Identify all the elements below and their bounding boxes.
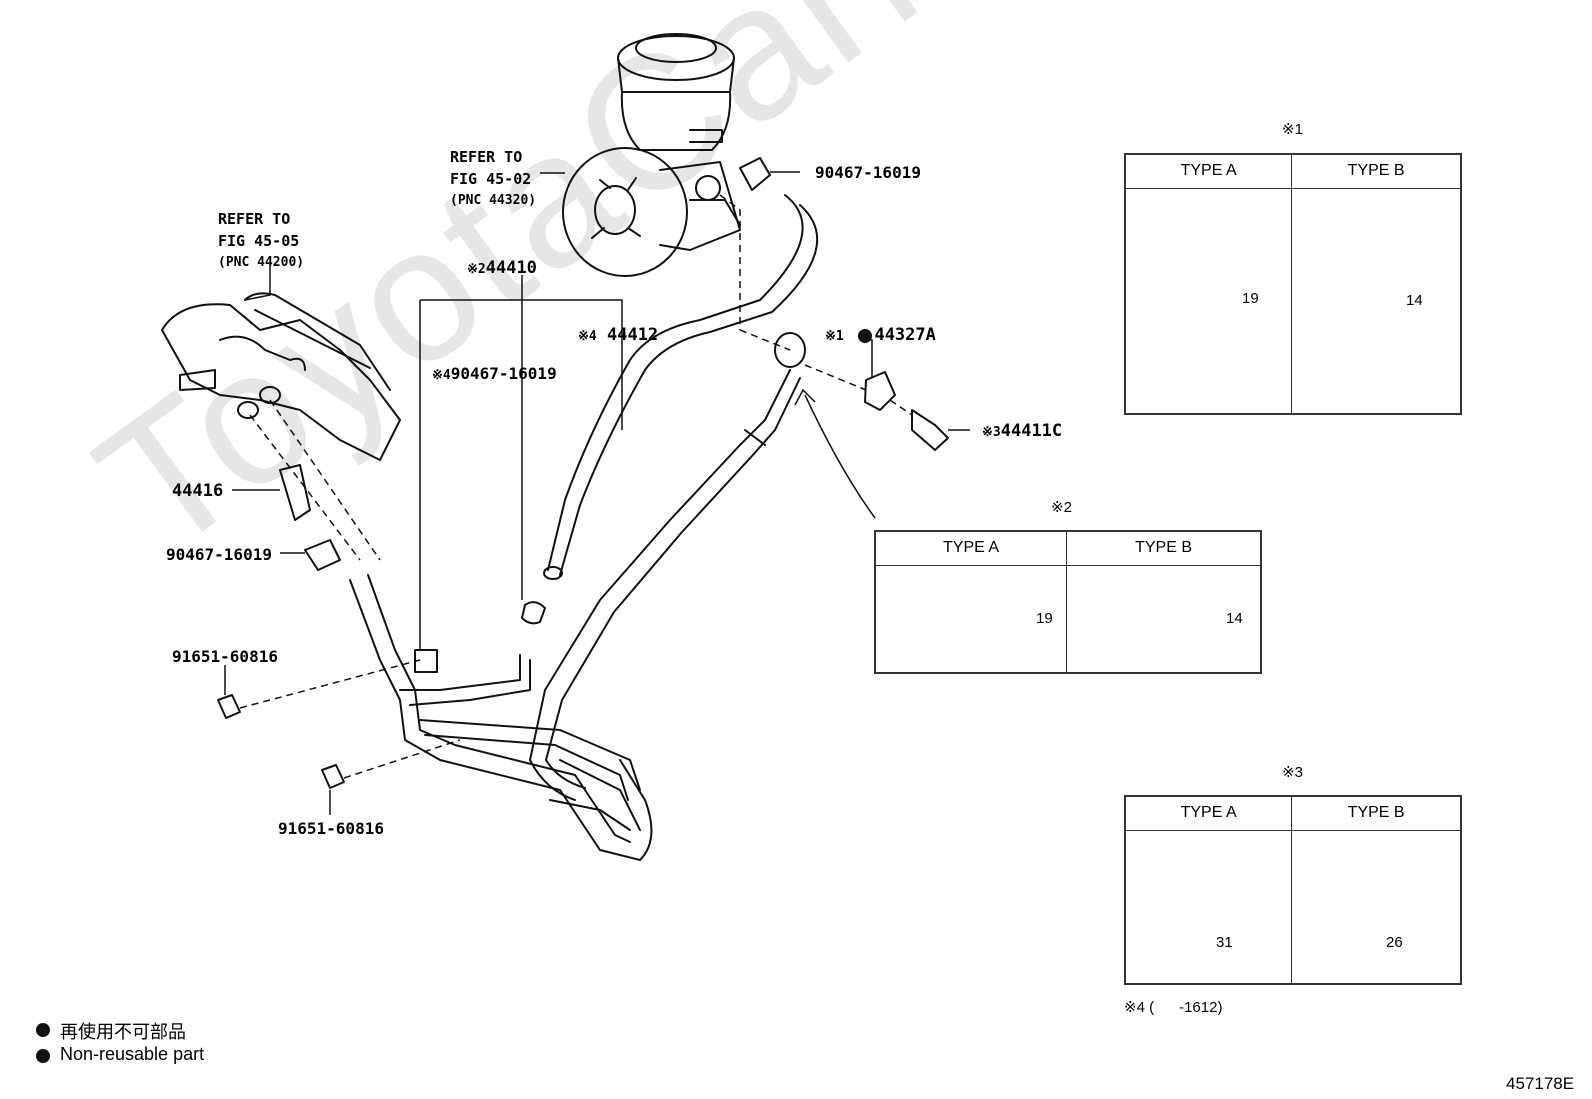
figure-id: 457178E bbox=[1506, 1074, 1575, 1093]
mark-3: ※3 bbox=[982, 425, 1001, 440]
type-box-1: TYPE A TYPE B bbox=[1124, 153, 1462, 415]
part-44411c-number: 44411C bbox=[1000, 421, 1063, 441]
pipe-bundle bbox=[349, 574, 653, 861]
ref-pump-line1: REFER TO bbox=[450, 148, 523, 166]
part-clip-mid[interactable]: ※490467-16019 bbox=[432, 364, 557, 383]
ref-gear-line3: (PNC 44200) bbox=[218, 255, 305, 270]
type-box-3: TYPE A TYPE B bbox=[1124, 795, 1462, 985]
box2-dim-a: 19 bbox=[1036, 610, 1053, 627]
part-44410[interactable]: ※244410 bbox=[467, 258, 537, 278]
part-44412-number: 44412 bbox=[606, 325, 659, 345]
part-44416[interactable]: 44416 bbox=[172, 481, 224, 501]
box3-dim-a: 31 bbox=[1216, 934, 1233, 951]
type-box-2: TYPE A TYPE B bbox=[874, 530, 1262, 674]
ref-gear: REFER TO FIG 45-05 (PNC 44200) bbox=[218, 208, 304, 274]
box1-dim-b: 14 bbox=[1406, 292, 1423, 309]
note-4: ※4 ( -1612) bbox=[1124, 999, 1223, 1016]
box2-type-a: TYPE A bbox=[874, 530, 1068, 566]
box1-type-a: TYPE A bbox=[1124, 153, 1293, 189]
mark-4b: ※4 bbox=[432, 368, 451, 383]
part-clip-top[interactable]: 90467-16019 bbox=[815, 163, 921, 182]
part-44412[interactable]: ※4 44412 bbox=[578, 325, 658, 345]
box1-dim-a: 19 bbox=[1242, 290, 1259, 307]
legend-bullet-1 bbox=[36, 1023, 50, 1037]
ref-pump-line2: FIG 45-02 bbox=[450, 170, 532, 188]
box3-dim-b: 26 bbox=[1386, 934, 1403, 951]
box3-type-a: TYPE A bbox=[1124, 795, 1293, 831]
steering-gear bbox=[161, 292, 401, 461]
power-steering-pump bbox=[562, 33, 741, 277]
box1-type-b: TYPE B bbox=[1291, 153, 1462, 189]
legend-bullet-2 bbox=[36, 1049, 50, 1063]
ref-gear-line2: FIG 45-05 bbox=[218, 232, 300, 250]
part-bolt-1[interactable]: 91651-60816 bbox=[172, 647, 278, 666]
part-clip-mid-number: 90467-16019 bbox=[450, 364, 557, 383]
mark-1: ※1 bbox=[825, 329, 844, 344]
mark-4a: ※4 bbox=[578, 329, 597, 344]
box2-dim-b: 14 bbox=[1226, 610, 1243, 627]
hoses bbox=[529, 194, 819, 801]
ref-pump: REFER TO FIG 45-02 (PNC 44320) bbox=[450, 146, 536, 212]
part-44327a-number: 44327A bbox=[874, 325, 936, 345]
box1-mark: ※1 bbox=[1282, 121, 1303, 138]
box2-type-b: TYPE B bbox=[1066, 530, 1262, 566]
non-reusable-marker bbox=[858, 329, 872, 343]
box3-type-b: TYPE B bbox=[1291, 795, 1462, 831]
part-bolt-2[interactable]: 91651-60816 bbox=[278, 819, 384, 838]
part-44327a[interactable]: ※1 44327A bbox=[825, 325, 936, 345]
ref-pump-line3: (PNC 44320) bbox=[450, 193, 537, 208]
ref-gear-line1: REFER TO bbox=[218, 210, 291, 228]
box3-mark: ※3 bbox=[1282, 764, 1303, 781]
legend-line-2: Non-reusable part bbox=[60, 1044, 205, 1064]
part-44410-number: 44410 bbox=[485, 258, 537, 278]
mark-2: ※2 bbox=[467, 262, 486, 277]
part-clip-left[interactable]: 90467-16019 bbox=[166, 545, 272, 564]
box2-mark: ※2 bbox=[1051, 499, 1072, 516]
legend-line-1: 再使用不可部品 bbox=[60, 1022, 186, 1042]
small-parts bbox=[217, 157, 949, 789]
part-44411c[interactable]: ※344411C bbox=[982, 421, 1062, 441]
